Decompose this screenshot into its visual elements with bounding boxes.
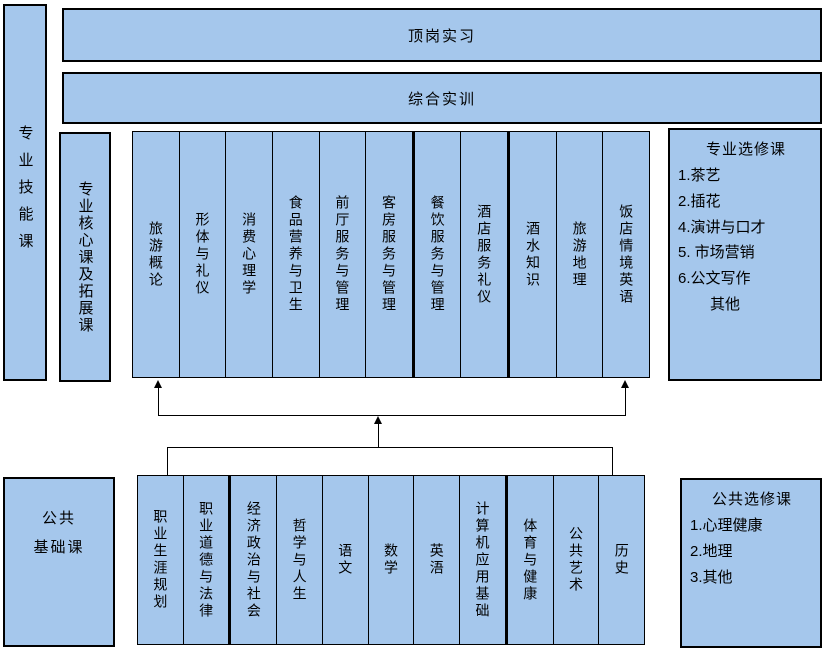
course-column: 经济政治与社会 (228, 476, 276, 644)
course-column: 哲学与人生 (276, 476, 322, 644)
course-column: 数学 (367, 476, 414, 644)
elective-item: 3.其他 (690, 568, 733, 586)
public-electives-title: 公共选修课 (711, 491, 792, 508)
course-column: 英浯 (413, 476, 459, 644)
course-column: 公共艺术 (552, 476, 599, 644)
course-column: 消费心理学 (225, 132, 272, 377)
course-column: 酒店服务礼仪 (460, 132, 507, 377)
elective-item: 6.公文写作 (678, 270, 751, 288)
elective-item: 1.心理健康 (690, 517, 763, 534)
public-electives-list: 1.心理健康 2.地理 3.其他 (690, 513, 814, 590)
course-label: 食品营养与卫生 (287, 195, 304, 314)
course-label: 前厅服务与管理 (334, 195, 351, 314)
course-label: 计算机应用基础 (474, 500, 491, 620)
elective-item: 2.插花 (678, 192, 721, 210)
professional-electives-box: 专业选修课 1.茶艺 2.插花 4.演讲与口才 5. 市场营销 6.公文写作其他 (668, 128, 822, 381)
course-label: 公共艺术 (567, 526, 584, 594)
public-electives-box: 公共选修课 1.心理健康 2.地理 3.其他 (680, 478, 822, 648)
course-column: 餐饮服务与管理 (411, 132, 461, 377)
course-column: 旅游地理 (555, 132, 603, 377)
course-label: 语文 (337, 543, 354, 577)
course-label: 职业道德与法律 (198, 500, 215, 620)
course-label: 客房服务与管理 (381, 195, 398, 314)
course-label: 英浯 (428, 543, 445, 577)
course-column: 饭店情境英语 (602, 132, 649, 377)
course-label: 消费心理学 (241, 212, 258, 297)
course-label: 哲学与人生 (291, 517, 308, 603)
course-label: 体育与健康 (522, 517, 539, 603)
course-column: 职业生涯规划 (138, 476, 183, 644)
course-label: 饭店情境英语 (618, 203, 635, 306)
lower-bracket-right-leg (612, 447, 613, 476)
upper-right-arrowhead (621, 380, 629, 388)
course-label: 数学 (383, 543, 400, 577)
comprehensive-training-label: 综合实训 (407, 90, 476, 108)
professional-course-group: 旅游概论 形体与礼仪 消费心理学 食品营养与卫生 前厅服务与管理 客房服务与管理… (132, 131, 650, 378)
elective-item: 1.茶艺 (678, 167, 721, 184)
upper-right-arrow-shaft (625, 387, 626, 416)
elective-item: 2.地理 (690, 542, 733, 560)
public-course-group: 职业生涯规划 职业道德与法律 经济政治与社会 哲学与人生 语文 数学 英浯 计算… (137, 475, 645, 645)
public-base-box: 公共 基础课 (3, 477, 115, 647)
course-label: 旅游地理 (571, 220, 588, 289)
course-column: 计算机应用基础 (459, 476, 505, 644)
course-column: 体育与健康 (504, 476, 553, 644)
public-base-line1: 公共 (41, 510, 76, 527)
elective-item: 其他 (710, 295, 741, 313)
course-column: 语文 (321, 476, 368, 644)
elective-item: 5. 市场营销 (678, 244, 755, 262)
core-course-label: 专业核心课及拓展课 (76, 180, 94, 334)
core-course-box: 专业核心课及拓展课 (59, 132, 111, 382)
elective-item: 4.演讲与口才 (678, 218, 766, 236)
skill-course-label: 专业技能课 (16, 125, 34, 260)
internship-bar: 顶岗实习 (62, 8, 822, 62)
course-label: 形体与礼仪 (194, 212, 211, 297)
professional-electives-title: 专业选修课 (705, 141, 786, 158)
course-label: 酒店服务礼仪 (476, 203, 493, 306)
course-label: 旅游概论 (147, 220, 164, 289)
lower-bracket-line (167, 447, 613, 448)
upper-left-arrowhead (154, 380, 162, 388)
course-column: 形体与礼仪 (178, 132, 226, 377)
course-column: 客房服务与管理 (365, 132, 412, 377)
internship-label: 顶岗实习 (407, 27, 476, 45)
course-column: 前厅服务与管理 (318, 132, 366, 377)
comprehensive-training-bar: 综合实训 (62, 72, 822, 124)
lower-bracket-left-leg (167, 447, 168, 476)
course-column: 食品营养与卫生 (271, 132, 319, 377)
upper-left-arrow-shaft (158, 387, 159, 416)
course-column: 历史 (598, 476, 644, 644)
upper-bracket-line (158, 415, 626, 416)
professional-electives-list: 1.茶艺 2.插花 4.演讲与口才 5. 市场营销 6.公文写作其他 (678, 163, 814, 318)
public-base-line2: 基础课 (33, 538, 85, 556)
course-label: 历史 (613, 543, 630, 577)
course-label: 酒水知识 (524, 220, 541, 289)
course-label: 经济政治与社会 (245, 500, 262, 620)
skill-course-box: 专业技能课 (3, 4, 47, 381)
course-label: 职业生涯规划 (152, 509, 169, 611)
center-arrowhead (374, 416, 382, 424)
course-column: 酒水知识 (507, 132, 556, 377)
center-arrow-shaft (378, 423, 379, 448)
course-column: 旅游概论 (133, 132, 179, 377)
course-label: 餐饮服务与管理 (429, 195, 446, 314)
course-column: 职业道德与法律 (182, 476, 229, 644)
